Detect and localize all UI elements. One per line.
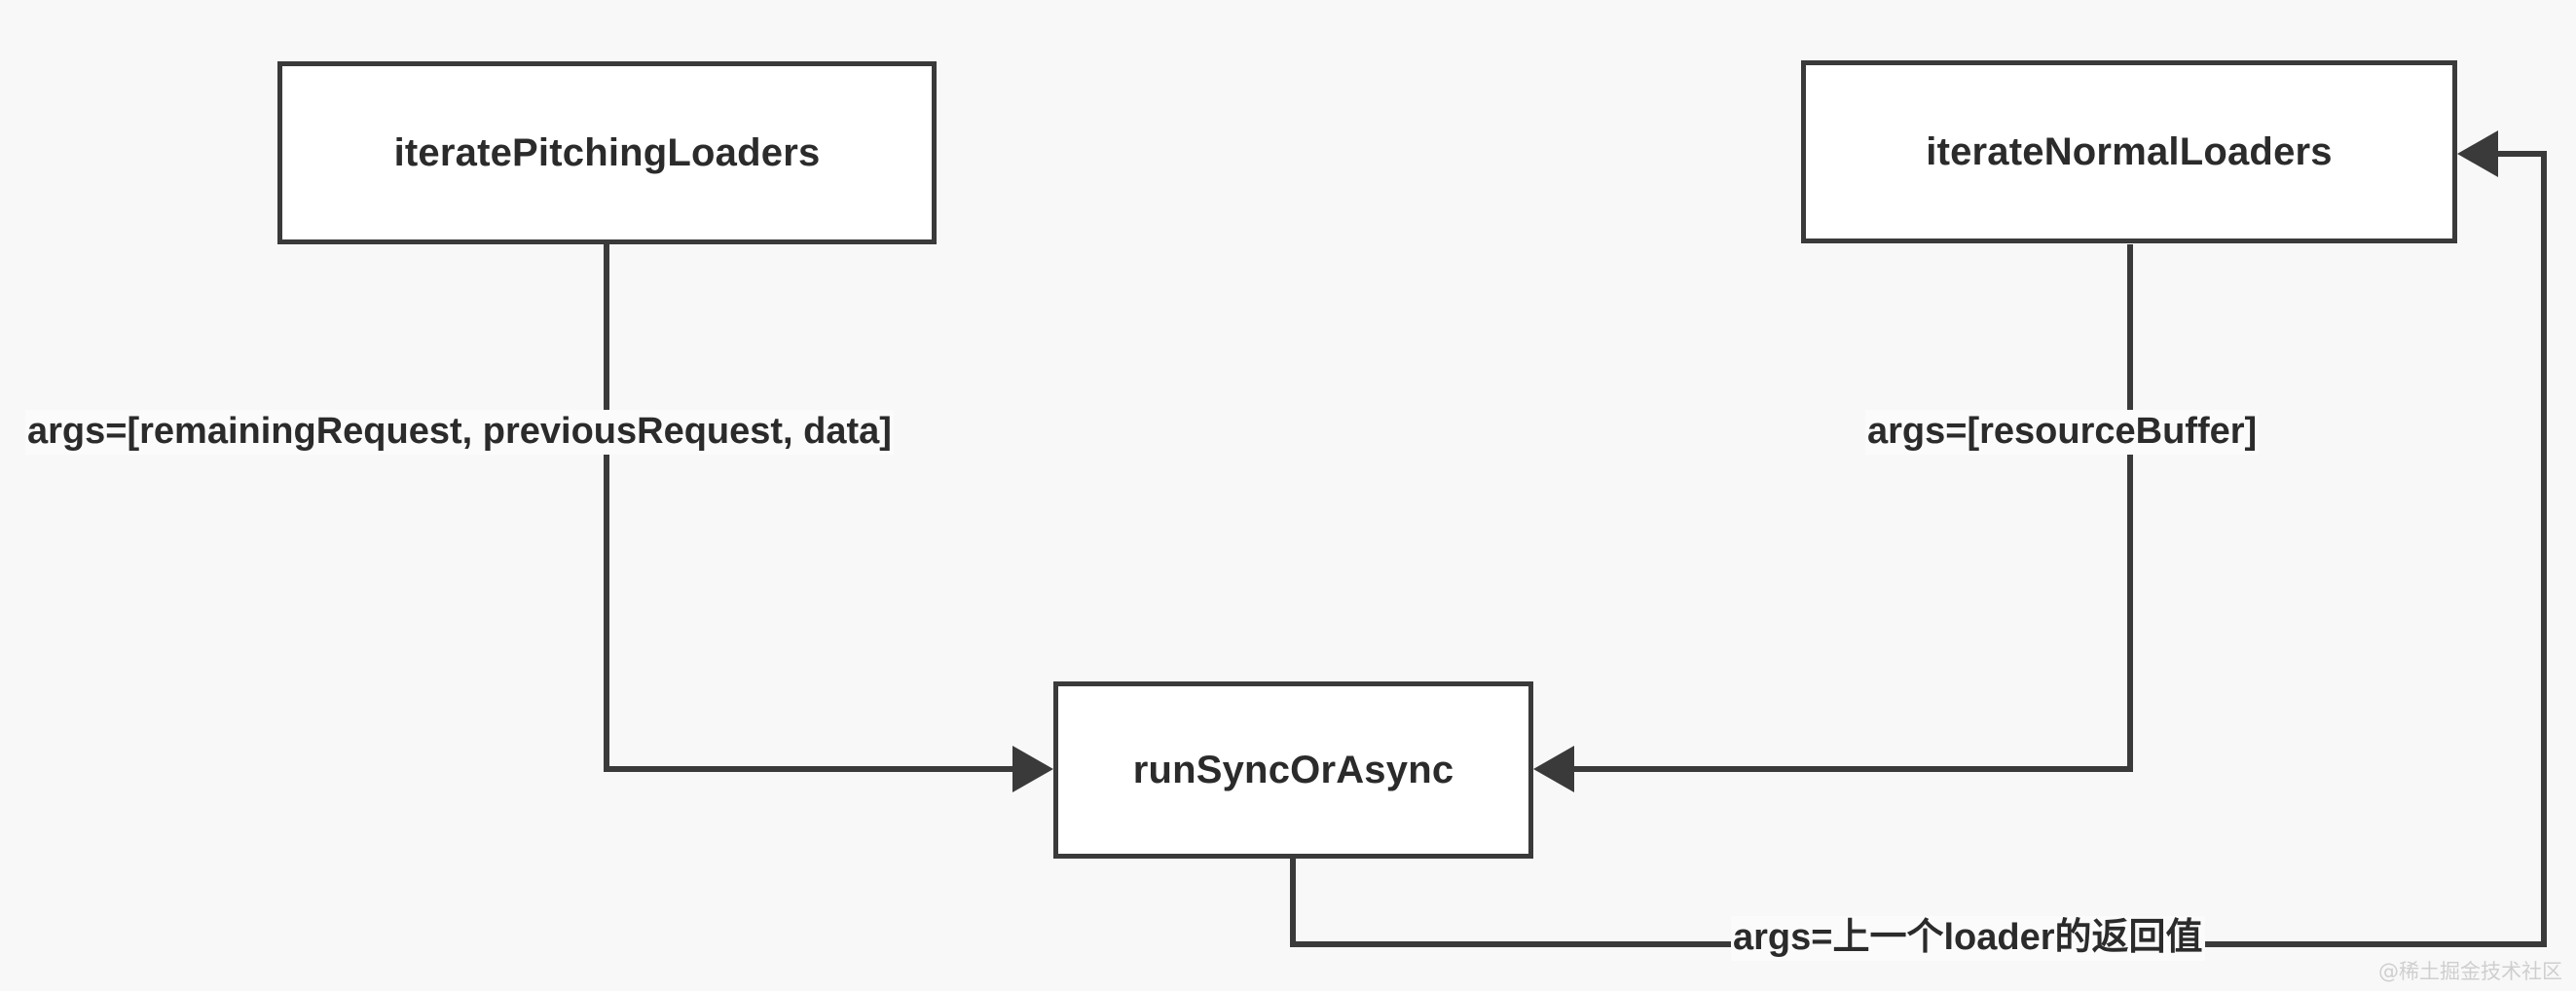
node-label: iterateNormalLoaders (1926, 129, 2333, 173)
arrowhead-normal-to-run (1533, 746, 1574, 792)
edge-label-run-to-normal: args=上一个loader的返回值 (1731, 916, 2205, 961)
arrowhead-pitching-to-run (1012, 746, 1053, 792)
edge-pitching-to-run (604, 244, 1030, 772)
node-iterate-normal-loaders[interactable]: iterateNormalLoaders (1801, 60, 2457, 243)
node-label: iteratePitchingLoaders (393, 130, 821, 174)
edge-normal-to-run (1557, 244, 2133, 772)
node-run-sync-or-async[interactable]: runSyncOrAsync (1053, 681, 1533, 859)
edge-label-pitching-to-run: args=[remainingRequest, previousRequest,… (25, 410, 894, 455)
arrowhead-run-to-normal (2457, 130, 2498, 177)
node-label: runSyncOrAsync (1132, 748, 1454, 791)
watermark: @稀土掘金技术社区 (2378, 960, 2562, 983)
edge-label-normal-to-run: args=[resourceBuffer] (1865, 410, 2260, 455)
node-iterate-pitching-loaders[interactable]: iteratePitchingLoaders (277, 61, 937, 244)
